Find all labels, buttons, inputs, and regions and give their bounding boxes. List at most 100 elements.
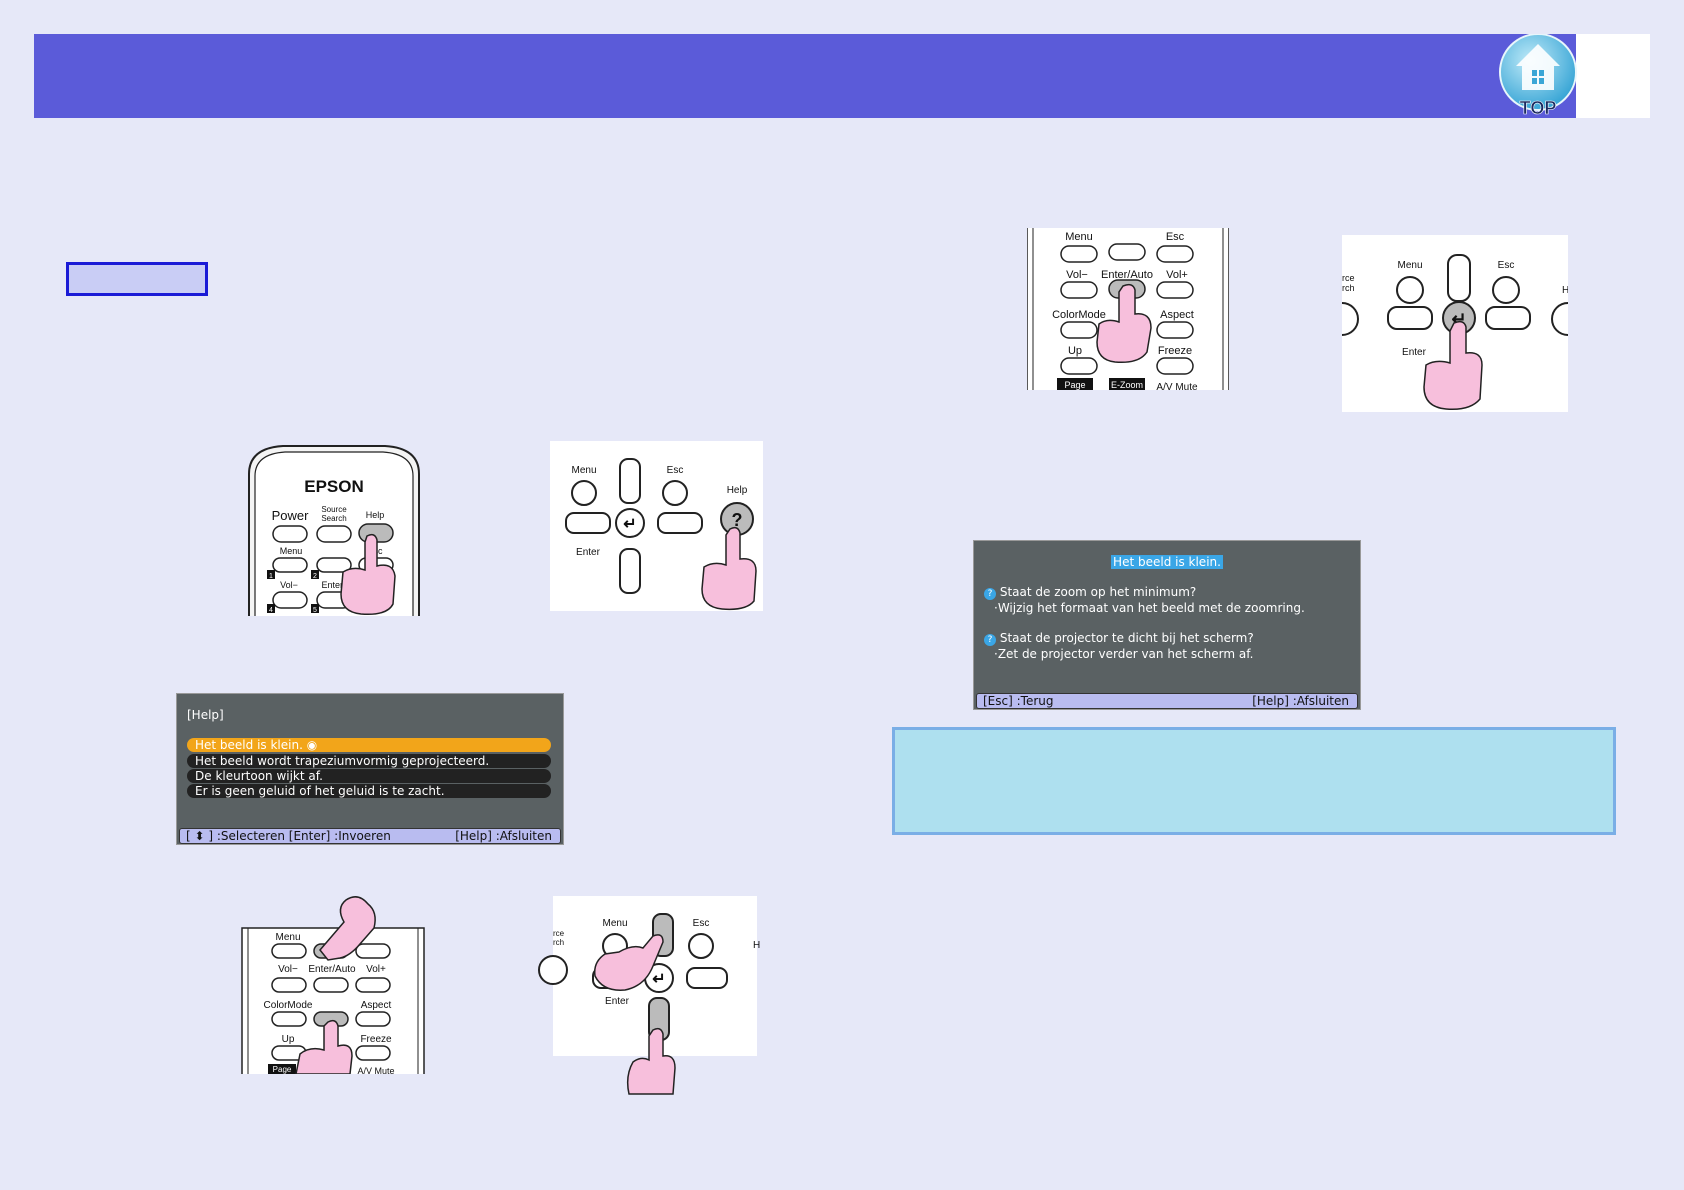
enter-button[interactable] <box>313 977 349 993</box>
answer-title-wrap: Het beeld is klein. <box>974 555 1360 569</box>
svg-text:Esc: Esc <box>693 918 710 929</box>
tip-box <box>892 727 1616 835</box>
svg-text:4: 4 <box>269 607 273 614</box>
help-item[interactable]: De kleurtoon wijkt af. <box>187 769 551 783</box>
esc-button[interactable] <box>1156 245 1194 263</box>
svg-text:Menu: Menu <box>1065 231 1093 243</box>
answer-2: ·Zet de projector verder van het scherm … <box>994 647 1254 661</box>
svg-text:Page: Page <box>1064 380 1085 390</box>
esc-button[interactable] <box>662 480 688 506</box>
svg-text:Menu: Menu <box>1397 260 1422 271</box>
menu-button[interactable] <box>272 557 308 573</box>
svg-text:↵: ↵ <box>652 971 665 988</box>
keystone-up-button[interactable] <box>1447 254 1471 302</box>
help-item[interactable]: Het beeld wordt trapeziumvormig geprojec… <box>187 754 551 768</box>
menu-button[interactable] <box>271 943 307 959</box>
remote-enter-illustration: Menu Esc Vol− Enter/Auto Vol+ ColorMode … <box>1027 228 1229 390</box>
svg-text:H: H <box>753 940 760 951</box>
keystone-down-button[interactable] <box>619 548 641 594</box>
header-bar <box>34 34 1576 118</box>
esc-label: Esc <box>667 465 684 476</box>
help-menu-title: [Help] <box>187 708 224 722</box>
help-label: Help <box>366 510 385 520</box>
menu-label: Menu <box>280 546 303 556</box>
svg-text:Aspect: Aspect <box>1160 309 1194 321</box>
help-menu-screen: [Help] Het beeld is klein. ◉ Het beeld w… <box>176 693 564 845</box>
power-button[interactable] <box>272 525 308 543</box>
finger-pointer-icon <box>295 896 376 1074</box>
question-1: ? Staat de zoom op het minimum? <box>984 585 1196 600</box>
svg-text:E-Zoom: E-Zoom <box>1111 380 1143 390</box>
color-mode-button[interactable] <box>1060 321 1098 339</box>
vol-minus-button[interactable] <box>271 977 307 993</box>
footer-right: [Help] :Afsluiten <box>1252 694 1349 708</box>
question-2: ? Staat de projector te dicht bij het sc… <box>984 631 1254 646</box>
section-tag <box>66 262 208 296</box>
svg-text:1: 1 <box>269 573 273 580</box>
panel-help-illustration: Menu Esc Help ? ↵ Enter <box>550 441 763 611</box>
freeze-button[interactable] <box>1156 357 1194 375</box>
svg-text:A/V Mute: A/V Mute <box>357 1066 394 1074</box>
svg-text:Aspect: Aspect <box>361 1000 392 1011</box>
brand-label: EPSON <box>304 477 364 496</box>
vol-minus-label: Vol− <box>280 580 298 590</box>
question-icon: ? <box>984 634 996 646</box>
question-icon: ? <box>984 588 996 600</box>
enter-label: Enter <box>576 547 601 558</box>
svg-text:Vol−: Vol− <box>278 964 298 975</box>
source-search-button[interactable] <box>316 525 352 543</box>
top-button[interactable]: TOP <box>1498 33 1578 118</box>
help-label: Help <box>727 485 748 496</box>
svg-text:Esc: Esc <box>1166 231 1185 243</box>
help-item[interactable]: Er is geen geluid of het geluid is te za… <box>187 784 551 798</box>
finger-pointer-icon <box>1423 320 1483 411</box>
volume-down-button[interactable] <box>565 512 611 534</box>
menu-button[interactable] <box>571 480 597 506</box>
volume-up-button[interactable] <box>657 512 703 534</box>
freeze-button[interactable] <box>355 1045 391 1061</box>
menu-button[interactable] <box>1060 245 1098 263</box>
svg-text:Freeze: Freeze <box>360 1034 392 1045</box>
page-up-button[interactable] <box>1060 357 1098 375</box>
color-mode-button[interactable] <box>271 1011 307 1027</box>
menu-label: Menu <box>571 465 596 476</box>
enter-auto-label: Enter/Au <box>321 580 356 590</box>
svg-text:Menu: Menu <box>602 918 627 929</box>
vol-minus-button[interactable] <box>272 591 308 609</box>
menu-button[interactable] <box>1396 276 1424 304</box>
svg-text:ColorMode: ColorMode <box>264 1000 313 1011</box>
finger-pointer-icon <box>340 533 396 616</box>
keystone-up-button[interactable] <box>619 458 641 504</box>
volume-up-button[interactable] <box>686 967 728 989</box>
enter-button[interactable] <box>615 508 645 538</box>
help-item-selected[interactable]: Het beeld is klein. ◉ <box>187 738 551 752</box>
help-answer-screen: Het beeld is klein. ? Staat de zoom op h… <box>973 540 1361 710</box>
vol-minus-button[interactable] <box>1060 281 1098 299</box>
footer-left: [Esc] :Terug <box>983 694 1054 708</box>
home-icon: TOP <box>1499 33 1577 118</box>
svg-text:Vol+: Vol+ <box>1166 269 1188 281</box>
svg-text:↵: ↵ <box>623 516 636 533</box>
header-page-corner <box>1576 34 1650 118</box>
esc-button[interactable] <box>688 933 714 959</box>
vol-plus-button[interactable] <box>1156 281 1194 299</box>
svg-text:Freeze: Freeze <box>1158 345 1192 357</box>
svg-text:5: 5 <box>313 607 317 614</box>
esc-button[interactable] <box>355 943 391 959</box>
aspect-button[interactable] <box>355 1011 391 1027</box>
up-button[interactable] <box>316 557 352 573</box>
finger-pointer-icon <box>1096 283 1152 364</box>
volume-up-button[interactable] <box>1485 306 1531 330</box>
up-button[interactable] <box>1108 243 1146 261</box>
esc-button[interactable] <box>1492 276 1520 304</box>
vol-plus-button[interactable] <box>355 977 391 993</box>
volume-down-button[interactable] <box>1387 306 1433 330</box>
aspect-button[interactable] <box>1156 321 1194 339</box>
svg-text:2: 2 <box>313 573 317 580</box>
